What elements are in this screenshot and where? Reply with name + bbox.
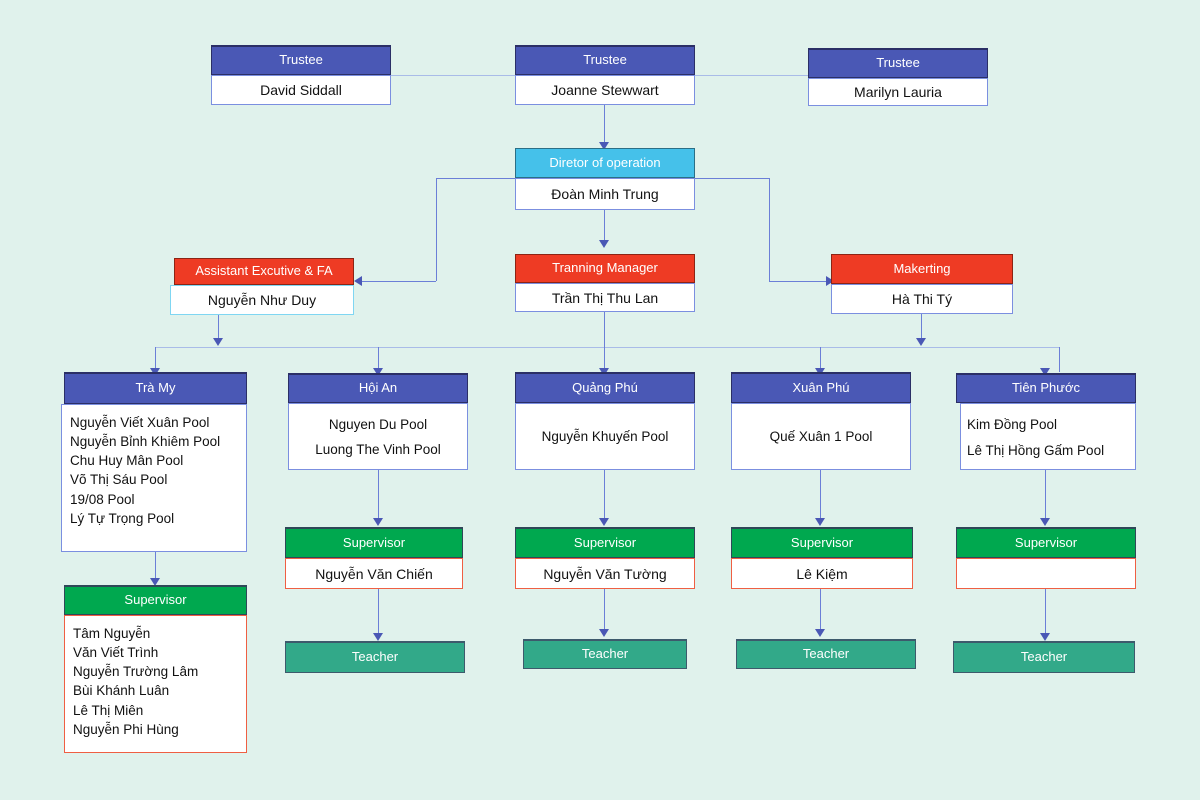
pool-item: Nguyễn Bỉnh Khiêm Pool <box>70 434 221 450</box>
connector-trustee-to-director <box>604 104 605 146</box>
arrow-supervisor3-to-teacher <box>599 629 609 637</box>
supervisor-title-3: Supervisor <box>515 527 695 558</box>
supervisor-name-item: Tâm Nguyễn <box>73 626 151 641</box>
supervisor-name-item: Nguyễn Trường Lâm <box>73 664 199 680</box>
teacher-title-4: Teacher <box>953 641 1135 673</box>
connector-bus-to-hoian <box>378 347 379 372</box>
pool-item: Kim Đồng Pool <box>967 417 1058 432</box>
connector-bus-to-quangphu <box>604 347 605 372</box>
teacher-title-3: Teacher <box>736 639 916 669</box>
supervisor-name-item: Bùi Khánh Luân <box>73 683 170 699</box>
connector-trustee-right <box>694 75 809 76</box>
school-pools-hoi-an: Nguyen Du Pool Luong The Vinh Pool <box>288 403 468 470</box>
trustee-title-2: Trustee <box>515 45 695 75</box>
supervisor-name-4: Lê Kiệm <box>731 558 913 589</box>
connector-school-bus <box>155 347 1060 348</box>
supervisor-name-item: Nguyễn Phi Hùng <box>73 721 179 737</box>
connector-quangphu-to-supervisor <box>604 470 605 522</box>
supervisor-title-5: Supervisor <box>956 527 1136 558</box>
school-pools-quang-phu: Nguyễn Khuyến Pool <box>515 403 695 470</box>
connector-director-to-assistant <box>362 281 436 282</box>
arrow-bus-to-tienphuoc <box>1040 368 1050 376</box>
arrow-quangphu-to-supervisor <box>599 518 609 526</box>
connector-supervisor2-to-teacher <box>378 589 379 637</box>
connector-supervisor5-to-teacher <box>1045 589 1046 637</box>
arrow-supervisor2-to-teacher <box>373 633 383 641</box>
arrow-director-to-marketing <box>826 276 834 286</box>
teacher-title-1: Teacher <box>285 641 465 673</box>
trustee-name-1: David Siddall <box>211 75 391 105</box>
pool-item: 19/08 Pool <box>70 491 135 507</box>
connector-assistant-drop <box>218 312 219 342</box>
connector-marketing-drop <box>921 312 922 342</box>
teacher-title-2: Teacher <box>523 639 687 669</box>
supervisor-title-1: Supervisor <box>64 585 247 615</box>
school-title-xuan-phu: Xuân Phú <box>731 372 911 403</box>
connector-director-left-top <box>436 178 515 179</box>
school-title-quang-phu: Quảng Phú <box>515 372 695 403</box>
manager-name-marketing: Hà Thi Tý <box>831 284 1013 314</box>
connector-supervisor3-to-teacher <box>604 589 605 633</box>
arrow-hoian-to-supervisor <box>373 518 383 526</box>
arrow-bus-to-hoian <box>373 368 383 376</box>
connector-director-right-down <box>769 178 770 281</box>
trustee-name-3: Marilyn Lauria <box>808 78 988 106</box>
supervisor-title-4: Supervisor <box>731 527 913 558</box>
connector-bus-to-tienphuoc <box>1059 347 1060 372</box>
manager-name-assistant: Nguyễn Như Duy <box>170 285 354 315</box>
manager-title-marketing: Makerting <box>831 254 1013 284</box>
trustee-title-3: Trustee <box>808 48 988 78</box>
arrow-marketing-drop <box>916 338 926 346</box>
connector-director-left-down <box>436 178 437 281</box>
supervisor-name-item: Lê Thị Miên <box>73 702 144 718</box>
pool-item: Lê Thị Hồng Gấm Pool <box>967 442 1105 458</box>
supervisor-name-item: Văn Viết Trình <box>73 645 159 661</box>
school-title-hoi-an: Hội An <box>288 373 468 403</box>
pool-item: Võ Thị Sáu Pool <box>70 472 168 488</box>
pool-item: Nguyen Du Pool <box>328 416 428 432</box>
arrow-director-to-assistant <box>354 276 362 286</box>
connector-director-to-marketing <box>769 281 831 282</box>
arrow-trustee-to-director <box>599 142 609 150</box>
arrow-supervisor4-to-teacher <box>815 629 825 637</box>
arrow-tramy-to-supervisor <box>150 578 160 586</box>
connector-bus-to-xuanphu <box>820 347 821 372</box>
supervisor-name-3: Nguyễn Văn Tường <box>515 558 695 589</box>
connector-trustee-left <box>391 75 515 76</box>
connector-tienphuoc-to-supervisor <box>1045 470 1046 522</box>
manager-name-training: Trần Thị Thu Lan <box>515 283 695 312</box>
trustee-name-2: Joanne Stewwart <box>515 75 695 105</box>
trustee-title-1: Trustee <box>211 45 391 75</box>
school-pools-tien-phuoc: Kim Đồng Pool Lê Thị Hồng Gấm Pool <box>960 403 1136 470</box>
pool-item: Lý Tự Trọng Pool <box>70 510 175 526</box>
manager-title-training: Tranning Manager <box>515 254 695 283</box>
director-title: Diretor of operation <box>515 148 695 178</box>
supervisor-name-5 <box>956 558 1136 589</box>
arrow-supervisor5-to-teacher <box>1040 633 1050 641</box>
school-pools-xuan-phu: Quế Xuân 1 Pool <box>731 403 911 470</box>
arrow-xuanphu-to-supervisor <box>815 518 825 526</box>
connector-hoian-to-supervisor <box>378 470 379 522</box>
supervisor-title-2: Supervisor <box>285 527 463 558</box>
arrow-director-to-training <box>599 240 609 248</box>
arrow-tienphuoc-to-supervisor <box>1040 518 1050 526</box>
school-title-tien-phuoc: Tiên Phước <box>956 373 1136 403</box>
connector-xuanphu-to-supervisor <box>820 470 821 522</box>
manager-title-assistant: Assistant Excutive & FA <box>174 258 354 285</box>
connector-supervisor4-to-teacher <box>820 589 821 633</box>
connector-bus-to-tramy <box>155 347 156 372</box>
pool-item: Chu Huy Mân Pool <box>70 453 184 469</box>
pool-item: Nguyễn Viết Xuân Pool <box>70 415 210 430</box>
arrow-assistant-drop <box>213 338 223 346</box>
school-title-tra-my: Trà My <box>64 372 247 404</box>
school-pools-tra-my: Nguyễn Viết Xuân Pool Nguyễn Bỉnh Khiêm … <box>61 404 247 552</box>
supervisor-names-1: Tâm Nguyễn Văn Viết Trình Nguyễn Trường … <box>64 615 247 753</box>
director-name: Đoàn Minh Trung <box>515 178 695 210</box>
connector-director-to-training <box>604 210 605 244</box>
supervisor-name-2: Nguyễn Văn Chiến <box>285 558 463 589</box>
connector-tramy-to-supervisor <box>155 552 156 580</box>
connector-director-right-top <box>694 178 770 179</box>
pool-item: Luong The Vinh Pool <box>315 441 441 457</box>
